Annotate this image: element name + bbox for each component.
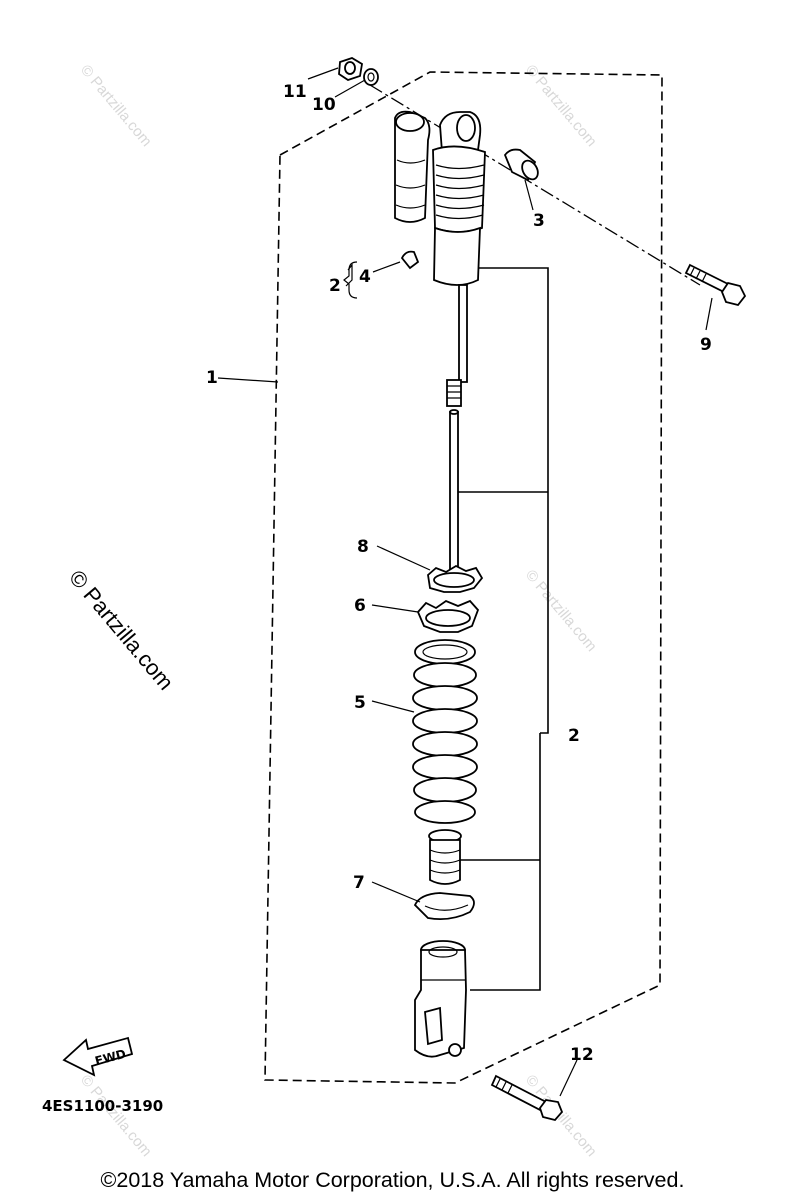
callout-2-upper: 2 (329, 276, 341, 296)
callout-8: 8 (357, 537, 369, 557)
diagram-code: 4ES1100-3190 (42, 1097, 163, 1115)
watermark-main: © Partzilla.com (64, 565, 178, 695)
copyright-notice: ©2018 Yamaha Motor Corporation, U.S.A. A… (100, 1168, 685, 1192)
leader-lines (217, 67, 713, 1097)
watermark-bottom-left: © Partzilla.com (77, 1072, 155, 1160)
callout-2-right: 2 (568, 726, 580, 746)
watermark-bottom-right: © Partzilla.com (522, 1072, 600, 1160)
watermark-top-left: © Partzilla.com (77, 62, 155, 150)
brace-2-4 (343, 261, 358, 299)
callout-1: 1 (206, 368, 218, 388)
nut-and-washer (338, 57, 379, 86)
reservoir (394, 110, 431, 223)
lower-bolt (490, 1074, 564, 1122)
lock-rings (416, 564, 484, 633)
assembly-outline (264, 71, 663, 1084)
lower-rod (449, 409, 459, 581)
callout-11: 11 (283, 82, 307, 102)
coil-spring (412, 639, 478, 824)
spring-guide (413, 892, 475, 921)
callout-7: 7 (353, 873, 365, 893)
callout-4: 4 (359, 267, 371, 287)
upper-bolt (684, 263, 747, 307)
callouts: 1 2 2 3 4 5 6 7 8 9 10 11 12 (206, 82, 712, 1065)
damper-body (432, 111, 486, 407)
watermark-top-right: © Partzilla.com (522, 62, 600, 150)
watermark-mid-right: © Partzilla.com (522, 567, 600, 655)
bump-rubber (428, 829, 462, 885)
callout-5: 5 (354, 693, 366, 713)
watermarks: © Partzilla.com © Partzilla.com © Partzi… (64, 62, 600, 1160)
bushing (503, 148, 539, 182)
fwd-arrow-icon: FWD (62, 1036, 134, 1077)
callout-3: 3 (533, 211, 545, 231)
callout-12: 12 (570, 1045, 594, 1065)
callout-10: 10 (312, 95, 336, 115)
reservoir-cap (400, 250, 420, 270)
lower-clevis (414, 940, 467, 1058)
subassembly-bracket (455, 267, 549, 991)
callout-9: 9 (700, 335, 712, 355)
callout-6: 6 (354, 596, 366, 616)
